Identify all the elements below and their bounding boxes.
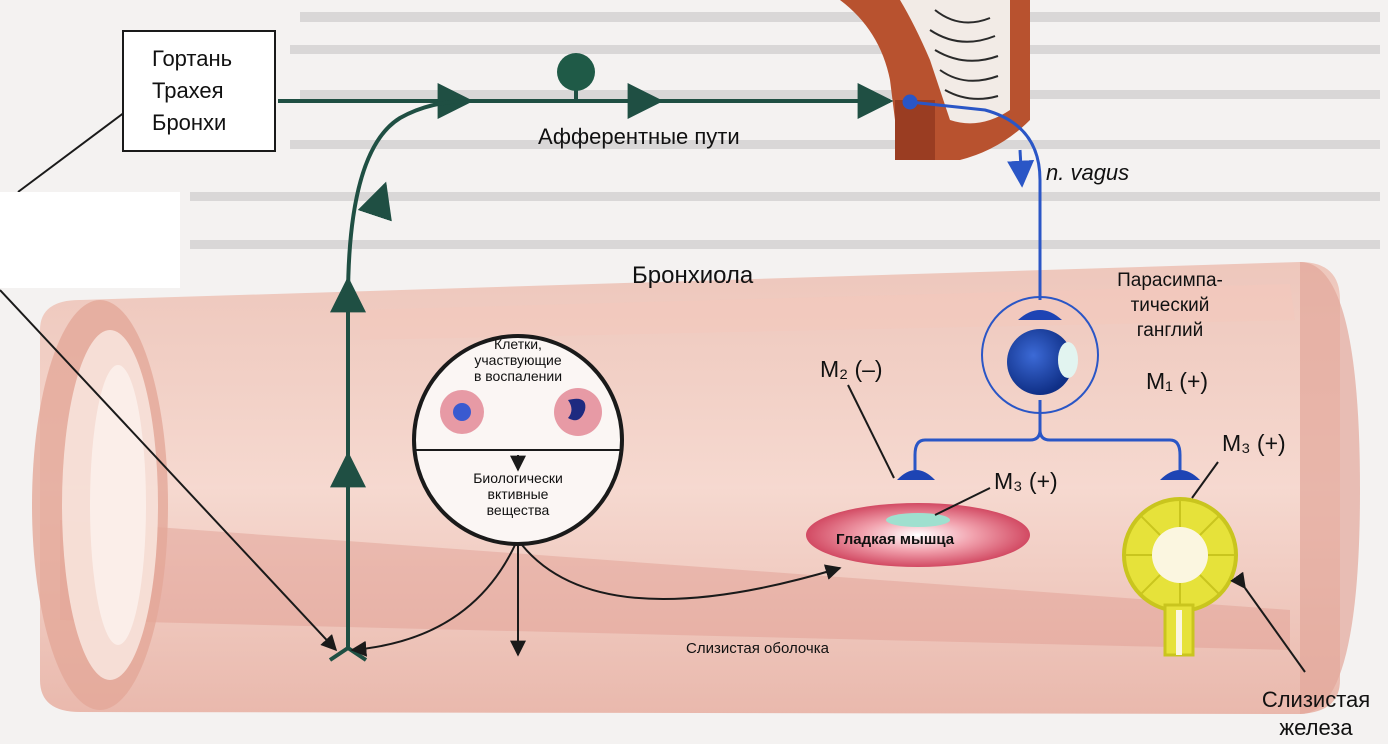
inflammation-inset xyxy=(412,334,624,546)
organ-box: Гортань Трахея Бронхи xyxy=(122,30,276,152)
brainstem-illustration xyxy=(840,0,1030,160)
pointer-line-upper xyxy=(17,111,126,193)
pointer-line-lower xyxy=(0,289,338,652)
blank-overlay xyxy=(0,192,180,288)
vagus-label: n. vagus xyxy=(1046,160,1130,185)
parasympathetic-ganglion xyxy=(981,296,1099,414)
mucous-gland xyxy=(934,461,1306,673)
gland-label: Слизистая железа xyxy=(1261,687,1371,740)
inflammatory-cells-label: Клетки, участвующие в воспалении xyxy=(473,336,563,384)
organ-bronchi: Бронхи xyxy=(152,110,227,135)
background-text-texture xyxy=(190,12,1380,249)
mediator-arrows xyxy=(350,544,842,657)
vagus-nerve xyxy=(902,94,1182,470)
bronchiole-label: Бронхиола xyxy=(632,262,754,289)
organ-trachea: Трахея xyxy=(152,78,224,103)
m2-label: M₂ (–) xyxy=(820,356,883,382)
afferent-neuron-icon xyxy=(557,53,595,91)
organ-larynx: Гортань xyxy=(152,46,233,71)
mucosa-label: Слизистая оболочка xyxy=(686,640,829,657)
afferent-label: Афферентные пути xyxy=(538,124,740,149)
afferent-path xyxy=(278,80,894,662)
m3-gland-label: M₃ (+) xyxy=(1222,430,1286,456)
m1-label: M₁ (+) xyxy=(1146,368,1209,394)
ganglion-label: Парасимпа- тический ганглий xyxy=(1117,270,1223,341)
bioactive-substances-label: Биологически вктивные вещества xyxy=(473,470,563,518)
smooth-muscle xyxy=(806,384,1030,567)
m3-muscle-label: M₃ (+) xyxy=(994,468,1058,494)
bronchiole-tube xyxy=(32,262,1360,714)
smooth-muscle-label: Гладкая мышца xyxy=(836,531,955,548)
